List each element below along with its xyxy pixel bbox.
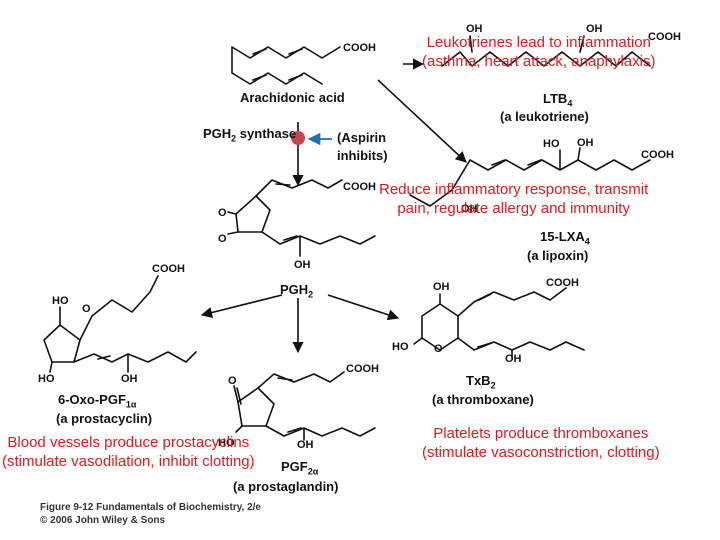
pgh2-name: PGH2 — [280, 283, 313, 300]
aspirin-line1: (Aspirin — [337, 130, 387, 145]
ltb4-name-prefix: LTB — [543, 91, 568, 106]
thromboxanes-note: Platelets produce thromboxanes (stimulat… — [422, 425, 660, 463]
prostacyclin-o: O — [82, 303, 91, 315]
prostacyclin-cooh: COOH — [152, 263, 185, 275]
prostacyclin-ho-1: HO — [52, 295, 69, 307]
cooh-label: COOH — [343, 42, 376, 54]
lxa4-name: 15-LXA4 — [540, 230, 590, 247]
lxa4-name-prefix: 15-LXA — [540, 229, 585, 244]
pgh2-synthase-label: PGH2 synthase — [203, 127, 296, 144]
thromboxane-ring-o: O — [434, 343, 443, 355]
aspirin-line2: inhibits) — [337, 148, 388, 163]
prostacyclins-note-line2: (stimulate vasodilation, inhibit clottin… — [2, 452, 255, 470]
thromboxane-ho: HO — [392, 341, 409, 353]
lxa4-type: (a lipoxin) — [527, 248, 589, 263]
lipoxins-note: Reduce inflammatory response, transmit p… — [379, 181, 648, 219]
pgh2-o-top: O — [218, 207, 227, 219]
ltb4-name-sub: 4 — [567, 98, 573, 109]
figure-caption-line1: Figure 9-12 Fundamentals of Biochemistry… — [40, 502, 261, 513]
arrow-to-thromboxane — [327, 294, 400, 321]
thromboxane-cooh: COOH — [546, 277, 579, 289]
prostacyclin-structure: HO O HO OH COOH — [38, 263, 197, 385]
lxa4-oh-1: OH — [577, 137, 594, 149]
thromboxane-name: TxB2 — [466, 374, 496, 391]
ltb4-type: (a leukotriene) — [500, 109, 589, 124]
prostacyclins-note-line1: Blood vessels produce prostacyclins — [7, 434, 250, 451]
prostaglandin-cooh: COOH — [346, 363, 379, 375]
prostaglandin-type: (a prostaglandin) — [233, 479, 339, 494]
thromboxane-name-sub: 2 — [490, 380, 496, 391]
thromboxane-structure: OH HO O OH COOH — [392, 277, 585, 365]
arachidonic-acid-structure: COOH — [231, 42, 376, 85]
thromboxane-oh-1: OH — [433, 281, 450, 293]
pgh2-o-bottom: O — [218, 233, 227, 245]
leukotrienes-note-line2: (asthma, heart attack, anaphylaxis) — [422, 52, 656, 70]
lipoxins-note-line2: pain, regulate allergy and immunity — [397, 199, 630, 217]
pgh2-name-sub: 2 — [308, 289, 314, 300]
figure-caption: Figure 9-12 Fundamentals of Biochemistry… — [40, 501, 261, 527]
lxa4-oh-2: OH — [461, 203, 478, 215]
lxa4-ho: HO — [543, 138, 560, 150]
prostacyclin-type: (a prostacyclin) — [56, 411, 153, 426]
prostaglandin-o: O — [228, 375, 237, 387]
aspirin-block-dot — [291, 131, 305, 145]
arrow-to-prostacyclin — [200, 294, 283, 318]
thromboxane-type: (a thromboxane) — [432, 392, 534, 407]
lxa4-name-sub: 4 — [584, 236, 590, 247]
lxa4-structure: HO OH OH COOH — [409, 137, 674, 215]
pgh2-synthase-prefix: PGH — [203, 126, 232, 141]
prostacyclin-oh: OH — [121, 373, 138, 385]
prostaglandin-name-sub: 2α — [307, 466, 319, 477]
prostacyclin-name-prefix: 6-Oxo-PGF — [58, 392, 126, 407]
pgh2-synthase-sub: 2 — [231, 133, 237, 144]
arrow-to-lxa4 — [377, 79, 467, 163]
prostaglandin-ho: HO — [218, 437, 235, 449]
pgh2-cooh: COOH — [343, 181, 376, 193]
prostacyclin-name-sub: 1α — [125, 399, 137, 410]
thromboxane-name-prefix: TxB — [466, 373, 491, 388]
pgh2-name-prefix: PGH — [280, 282, 309, 297]
prostaglandin-name: PGF2α — [281, 460, 318, 477]
ltb4-oh-2: OH — [586, 23, 603, 35]
leukotrienes-note-line1: Leukotrienes lead to inflammation — [426, 34, 651, 51]
thromboxanes-note-line1: Platelets produce thromboxanes — [433, 425, 649, 442]
prostaglandin-structure: O HO OH COOH — [218, 363, 379, 451]
arachidonic-acid-label: Arachidonic acid — [240, 90, 345, 105]
thromboxane-oh-2: OH — [505, 353, 522, 365]
pgh2-synthase-suffix: synthase — [236, 126, 297, 141]
prostacyclin-name: 6-Oxo-PGF1α — [58, 393, 136, 410]
leukotrienes-note: Leukotrienes lead to inflammation (asthm… — [422, 34, 655, 72]
prostacyclin-ho-2: HO — [38, 373, 55, 385]
prostacyclins-note: Blood vessels produce prostacyclins (sti… — [2, 434, 255, 472]
ltb4-structure: OH OH COOH — [441, 23, 681, 67]
pgh2-structure: O O OH COOH — [218, 179, 376, 271]
pgh2-oh: OH — [294, 259, 311, 271]
ltb4-cooh: COOH — [648, 31, 681, 43]
thromboxanes-note-line2: (stimulate vasoconstriction, clotting) — [422, 443, 660, 461]
prostaglandin-oh: OH — [297, 439, 314, 451]
ltb4-oh-1: OH — [466, 23, 483, 35]
lipoxins-note-line1: Reduce inflammatory response, transmit — [379, 181, 649, 198]
lxa4-cooh: COOH — [641, 149, 674, 161]
figure-caption-line2: © 2006 John Wiley & Sons — [40, 515, 166, 526]
prostaglandin-name-prefix: PGF — [281, 459, 308, 474]
ltb4-name: LTB4 — [543, 92, 572, 109]
